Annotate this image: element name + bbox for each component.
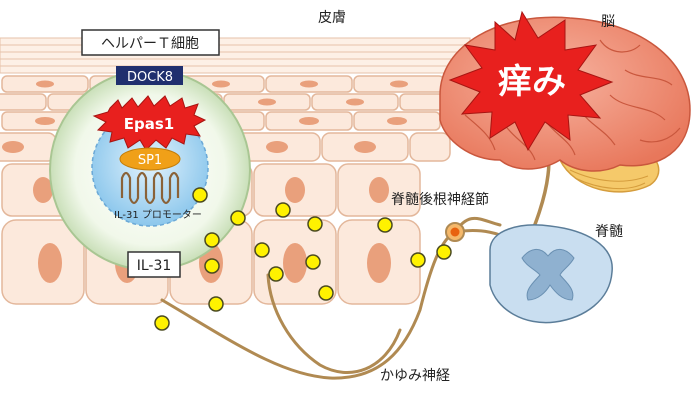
il31-molecules: [154, 187, 452, 331]
il31-dot: [204, 232, 220, 248]
il31-promoter-label: IL-31 プロモーター: [114, 209, 202, 221]
il31-dot: [436, 244, 452, 260]
il31-dot: [208, 296, 224, 312]
epas1-burst: [92, 95, 207, 151]
helper-t-cell-label: ヘルパーＴ細胞: [101, 36, 199, 52]
dock8-label: DOCK8: [127, 70, 173, 85]
il31-label-box: IL-31: [127, 251, 181, 278]
il31-dot: [377, 217, 393, 233]
stratum-corneum: [0, 37, 471, 74]
dna-coil-icon: [120, 171, 180, 205]
il31-dot: [230, 210, 246, 226]
il31-dot: [154, 315, 170, 331]
drg-label: 脊髄後根神経節: [391, 191, 489, 208]
il31-label: IL-31: [137, 258, 172, 274]
helper-t-cell: Epas1 SP1 IL-31 プロモーター: [49, 69, 251, 271]
sp1-label: SP1: [138, 153, 162, 168]
skin-label: 皮膚: [318, 10, 346, 26]
spinal-cord: 脊髄: [489, 224, 623, 324]
il31-dot: [305, 254, 321, 270]
brain-label: 脳: [601, 14, 615, 30]
helper-t-cell-label-box: ヘルパーＴ細胞: [81, 29, 220, 56]
itch-nerve-label: かゆみ神経: [380, 368, 450, 384]
gray-matter: [521, 249, 575, 301]
sp1-blob: [119, 147, 181, 171]
spinal-cord-label: 脊髄: [595, 224, 623, 240]
itch-label: 痒み: [498, 62, 566, 102]
il31-dot: [275, 202, 291, 218]
dorsal-root-ganglion: 脊髄後根神経節: [391, 191, 489, 242]
il31-dot: [307, 216, 323, 232]
brain-folds: [464, 39, 681, 161]
il31-dot: [318, 285, 334, 301]
il31-dot: [268, 266, 284, 282]
epas1-label: Epas1: [124, 115, 174, 133]
itch-burst: 痒み: [448, 10, 614, 152]
dock8-label-box: DOCK8: [116, 66, 183, 85]
il31-dot: [254, 242, 270, 258]
il31-dot: [204, 258, 220, 274]
il31-dot: [192, 187, 208, 203]
il31-dot: [410, 252, 426, 268]
